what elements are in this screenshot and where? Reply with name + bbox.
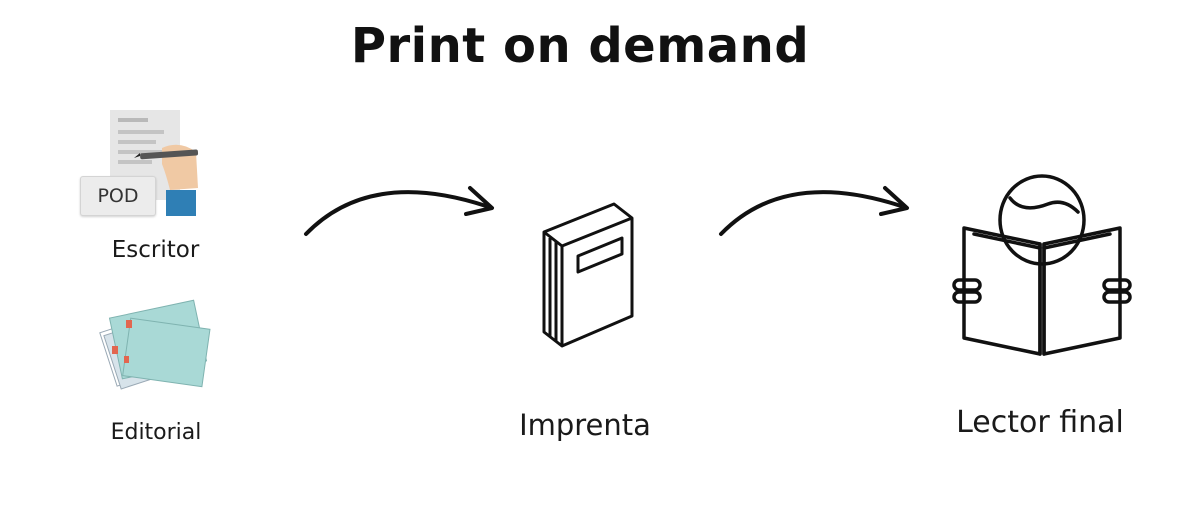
escritor-label: Escritor (111, 237, 200, 263)
pod-badge: POD (80, 176, 156, 216)
reader-icon (952, 174, 1132, 356)
arrow-icon (304, 186, 494, 236)
imprenta-label: Imprenta (519, 408, 651, 442)
book-icon (542, 202, 634, 348)
diagram-title: Print on demand (350, 18, 810, 74)
editorial-label: Editorial (110, 420, 202, 445)
manuscript-stack-icon (99, 299, 211, 390)
lector-final-label: Lector final (956, 405, 1124, 440)
arrow-icon (719, 186, 909, 236)
